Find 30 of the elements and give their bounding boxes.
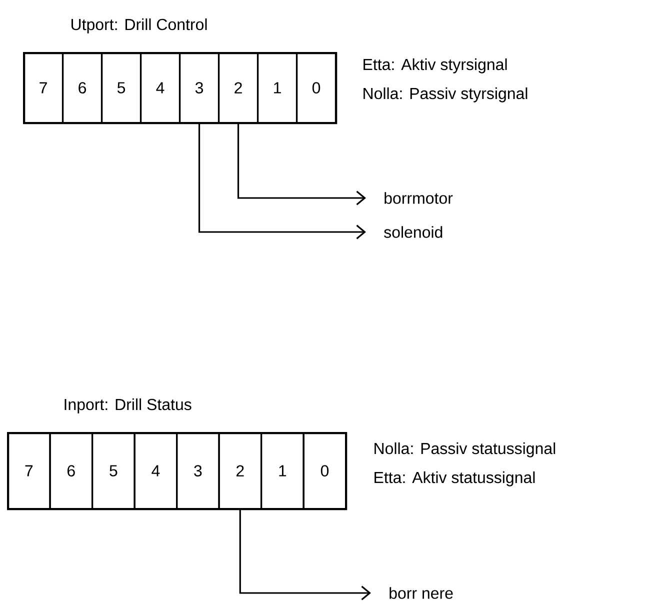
note: Etta: Aktiv styrsignal	[364, 58, 507, 74]
bit-cell: 4	[140, 52, 181, 124]
bit-cell: 1	[257, 52, 298, 124]
arrow	[237, 124, 366, 206]
register-heading: Utport: Drill Control	[72, 18, 207, 34]
bit-cell: 7	[7, 432, 51, 510]
bit-cell: 0	[296, 52, 337, 124]
bit-cell: 7	[23, 52, 64, 124]
note: Nolla: Passiv statussignal	[374, 442, 556, 458]
arrow	[239, 510, 371, 600]
bit-cell: 5	[92, 432, 136, 510]
arrow	[198, 124, 366, 240]
signal-label: borrmotor	[384, 192, 453, 204]
signal-label: solenoid	[384, 226, 442, 238]
bit-cell: 3	[179, 52, 220, 124]
signal-label: borr nere	[390, 587, 453, 599]
register-box	[7, 432, 348, 510]
bit-cell: 5	[101, 52, 142, 124]
bit-cell: 6	[49, 432, 94, 510]
register-heading: Inport: Drill Status	[64, 398, 192, 414]
bit-cell: 0	[302, 432, 347, 510]
bit-cell: 1	[260, 432, 304, 510]
bit-cell: 2	[218, 52, 259, 124]
bit-cell: 4	[134, 432, 178, 510]
note: Etta: Aktiv statussignal	[374, 471, 535, 486]
bit-cell: 6	[62, 52, 103, 124]
bit-cell: 2	[218, 432, 262, 510]
register-box	[23, 52, 338, 124]
note: Nolla: Passiv styrsignal	[364, 87, 528, 102]
bit-cell: 3	[176, 432, 220, 510]
